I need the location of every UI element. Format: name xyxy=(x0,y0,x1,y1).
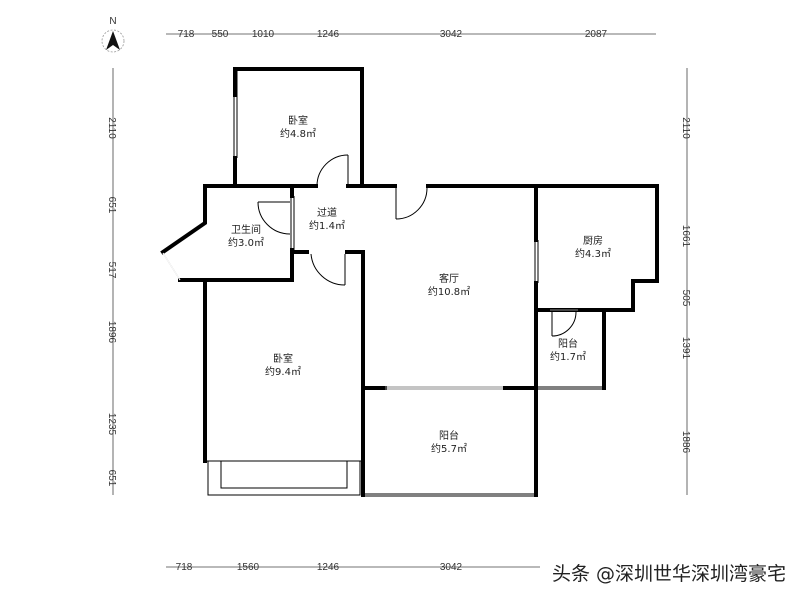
dim-top-5: 3042 xyxy=(440,29,463,40)
room-name: 卧室 xyxy=(288,114,308,127)
room-name: 过道 xyxy=(317,206,337,219)
dim-top-1: 718 xyxy=(178,29,195,40)
room-name: 阳台 xyxy=(439,429,459,442)
door-bathroom xyxy=(257,201,291,235)
dim-top-3: 1010 xyxy=(252,29,275,40)
room-balcony-large: 阳台 约5.7㎡ xyxy=(431,429,467,455)
dim-right-3: 505 xyxy=(680,290,691,307)
door-living-entry xyxy=(395,187,428,220)
north-arrow-icon: N xyxy=(101,16,125,53)
dim-bottom-4: 3042 xyxy=(440,562,463,573)
door-bedroom-small xyxy=(316,154,349,187)
room-area: 约3.0㎡ xyxy=(228,236,264,249)
room-area: 约9.4㎡ xyxy=(265,365,301,378)
dim-left-2: 651 xyxy=(106,197,117,214)
walls xyxy=(160,67,659,497)
dim-bottom-2: 1560 xyxy=(237,562,260,573)
room-bedroom-small: 卧室 约4.8㎡ xyxy=(280,114,316,140)
left-dimension-line: 2110 651 517 1896 1235 651 xyxy=(106,68,117,495)
dim-bottom-1: 718 xyxy=(176,562,193,573)
bottom-dimension-line: 718 1560 1246 3042 xyxy=(166,562,540,573)
room-bathroom: 卫生间 约3.0㎡ xyxy=(228,223,264,249)
dim-right-2: 1661 xyxy=(680,225,691,248)
right-dimension-line: 2110 1661 505 1391 1886 xyxy=(680,68,691,495)
room-bedroom-large: 卧室 约9.4㎡ xyxy=(265,352,301,378)
top-dimension-line: 718 550 1010 1246 3042 2087 xyxy=(166,29,656,40)
dim-top-6: 2087 xyxy=(585,29,608,40)
room-kitchen: 厨房 约4.3㎡ xyxy=(575,234,611,260)
room-balcony-small: 阳台 约1.7㎡ xyxy=(550,337,586,363)
dim-right-1: 2110 xyxy=(680,117,691,139)
room-area: 约10.8㎡ xyxy=(428,285,470,298)
room-corridor: 过道 约1.4㎡ xyxy=(309,206,345,232)
room-area: 约4.3㎡ xyxy=(575,247,611,260)
room-name: 卫生间 xyxy=(231,223,261,236)
room-area: 约5.7㎡ xyxy=(431,442,467,455)
watermark: 头条 @深圳世华深圳湾豪宅 xyxy=(551,563,786,585)
dim-left-3: 517 xyxy=(106,262,117,279)
dim-right-5: 1886 xyxy=(680,431,691,454)
room-area: 约1.7㎡ xyxy=(550,350,586,363)
dim-left-6: 651 xyxy=(106,470,117,487)
dim-bottom-3: 1246 xyxy=(317,562,340,573)
dim-left-1: 2110 xyxy=(106,117,117,139)
room-area: 约4.8㎡ xyxy=(280,127,316,140)
room-area: 约1.4㎡ xyxy=(309,219,345,232)
room-name: 客厅 xyxy=(439,272,459,285)
room-name: 阳台 xyxy=(558,337,578,350)
room-living: 客厅 约10.8㎡ xyxy=(428,272,470,298)
room-name: 卧室 xyxy=(273,352,293,365)
compass-label: N xyxy=(109,16,116,27)
dim-top-4: 1246 xyxy=(317,29,340,40)
dim-right-4: 1391 xyxy=(680,337,691,360)
door-balcony-small xyxy=(551,311,577,337)
dim-left-4: 1896 xyxy=(106,321,117,344)
room-name: 厨房 xyxy=(583,234,603,247)
doors xyxy=(257,154,577,337)
dim-left-5: 1235 xyxy=(106,413,117,436)
dim-top-2: 550 xyxy=(212,29,229,40)
door-bedroom-large xyxy=(310,253,346,286)
